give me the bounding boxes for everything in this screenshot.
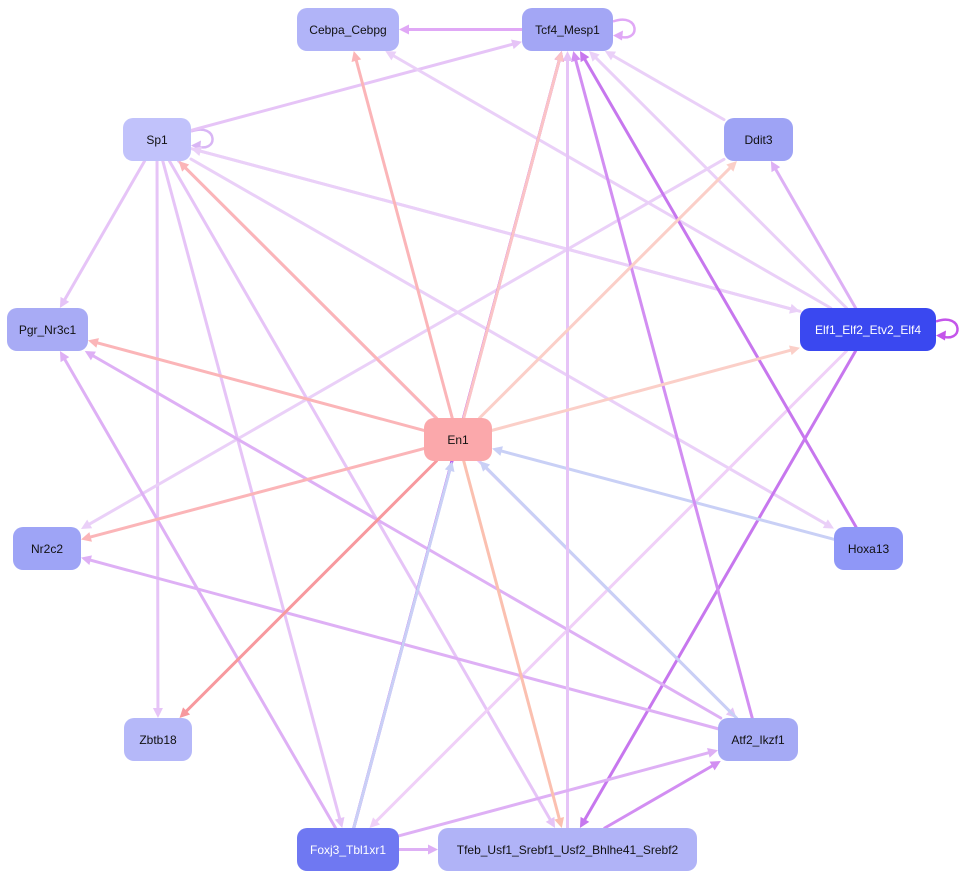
edge-en1-to-nr2c2 <box>81 447 426 542</box>
edge-en1-to-tcf4 <box>462 51 565 420</box>
edge-en1-to-cebpa <box>351 51 454 420</box>
node-nr2c2[interactable]: Nr2c2 <box>13 527 81 570</box>
edge-en1-to-sp1 <box>178 161 438 420</box>
node-en1[interactable]: En1 <box>424 418 492 461</box>
edge-tfeb-to-atf2 <box>603 761 721 830</box>
node-tfeb-usf1-srebf1-usf2-bhlhe41-srebf2[interactable]: Tfeb_Usf1_Srebf1_Usf2_Bhlhe41_Srebf2 <box>438 828 697 871</box>
edge-elf1-to-sp1 <box>191 146 802 313</box>
edge-atf2-to-nr2c2 <box>81 555 720 731</box>
node-zbtb18[interactable]: Zbtb18 <box>124 718 192 761</box>
edge-sp1-to-zbtb18 <box>152 159 163 718</box>
node-ddit3[interactable]: Ddit3 <box>724 118 793 161</box>
edge-elf1-to-tfeb <box>579 349 858 828</box>
edges-layer <box>59 18 959 855</box>
edge-atf2-to-en1 <box>479 461 738 720</box>
edge-foxj3-to-pgr <box>59 351 338 830</box>
edge-en1-to-tfeb <box>462 459 565 828</box>
edge-hoxa13-to-en1 <box>492 446 836 541</box>
edge-ddit3-to-tcf4 <box>604 51 726 122</box>
edge-sp1-to-tcf4 <box>189 39 522 132</box>
edge-sp1-to-tfeb <box>167 159 556 828</box>
edge-tcf4-to-tcf4 <box>612 18 636 41</box>
node-sp1[interactable]: Sp1 <box>123 118 191 161</box>
edge-sp1-to-hoxa13 <box>189 157 834 529</box>
node-foxj3-tbl1xr1[interactable]: Foxj3_Tbl1xr1 <box>297 828 399 871</box>
edge-en1-to-elf1 <box>490 345 800 432</box>
edge-foxj3-to-tfeb <box>397 844 438 855</box>
edge-tcf4-to-cebpa <box>399 24 524 35</box>
edge-sp1-to-pgr <box>59 159 147 308</box>
node-pgr-nr3c1[interactable]: Pgr_Nr3c1 <box>7 308 88 351</box>
edge-sp1-to-sp1 <box>190 128 214 151</box>
edge-hoxa13-to-tcf4 <box>579 51 858 529</box>
node-tcf4-mesp1[interactable]: Tcf4_Mesp1 <box>522 8 613 51</box>
edge-elf1-to-elf1 <box>935 318 959 341</box>
edge-en1-to-ddit3 <box>478 161 737 420</box>
node-hoxa13[interactable]: Hoxa13 <box>834 527 903 570</box>
edge-en1-to-zbtb18 <box>179 459 438 718</box>
edge-sp1-to-foxj3 <box>161 159 345 828</box>
edge-elf1-to-tcf4 <box>589 51 848 310</box>
edge-atf2-to-pgr <box>84 351 723 720</box>
edge-atf2-to-tcf4 <box>571 51 754 720</box>
edge-foxj3-to-en1 <box>352 461 455 830</box>
edge-tfeb-to-tcf4 <box>562 51 573 830</box>
node-cebpa-cebpg[interactable]: Cebpa_Cebpg <box>297 8 399 51</box>
node-atf2-ikzf1[interactable]: Atf2_Ikzf1 <box>718 718 798 761</box>
edge-elf1-to-cebpa <box>385 51 833 310</box>
node-elf1-elf2-etv2-elf4[interactable]: Elf1_Elf2_Etv2_Elf4 <box>800 308 936 351</box>
edge-en1-to-pgr <box>88 338 426 432</box>
edge-elf1-to-ddit3 <box>770 161 858 310</box>
edge-elf1-to-foxj3 <box>369 349 848 828</box>
